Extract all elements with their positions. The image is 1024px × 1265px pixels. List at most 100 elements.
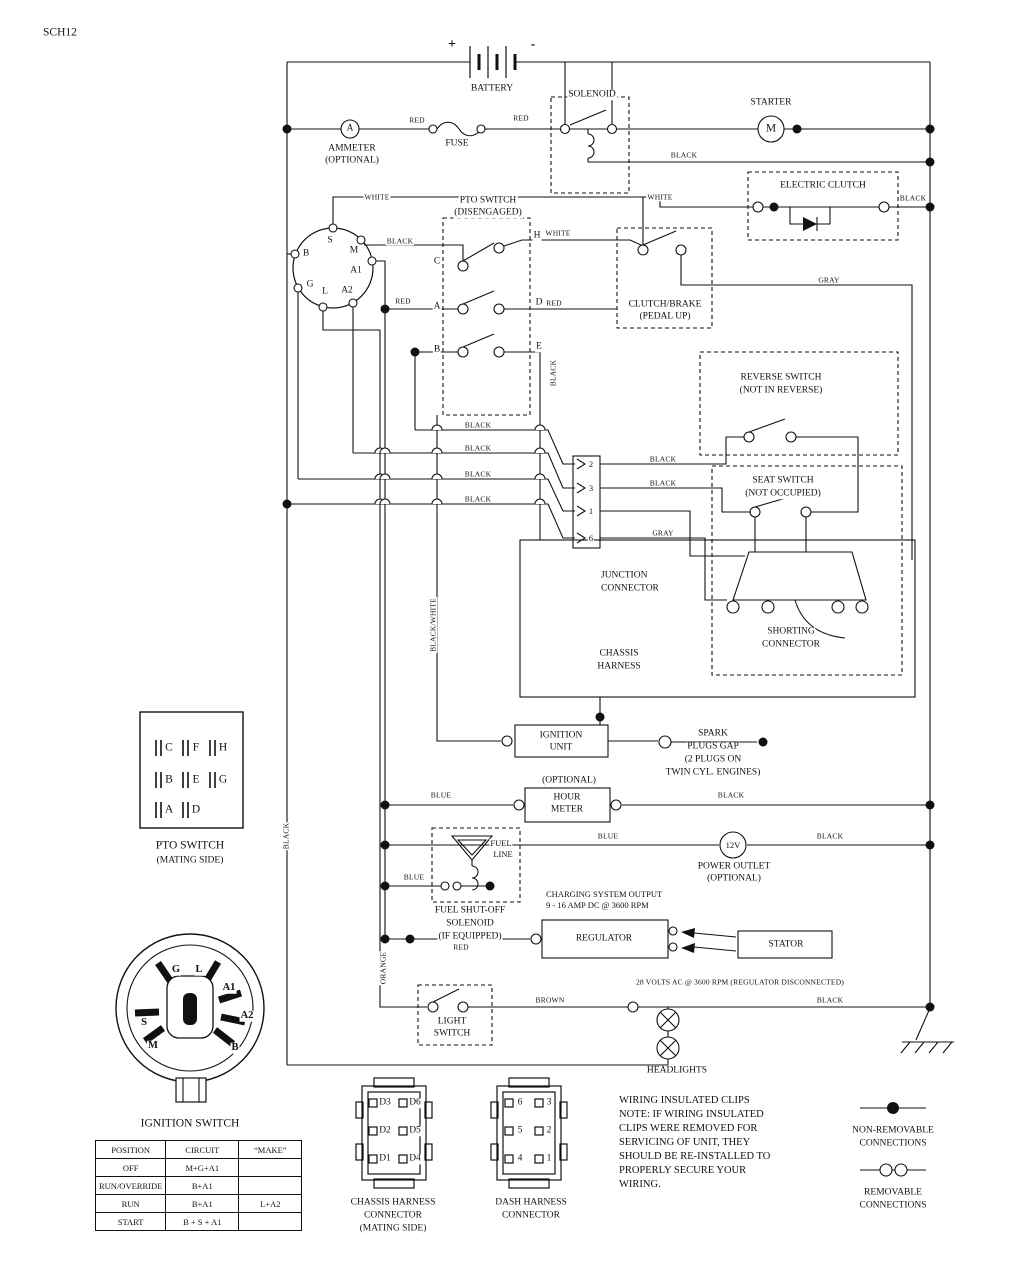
pto-switch-box bbox=[442, 217, 531, 416]
wire-label-black: BLACK bbox=[548, 358, 558, 388]
wiring-note-text: SERVICING OF UNIT, THEY bbox=[618, 1136, 752, 1149]
table-cell: B+A1 bbox=[165, 1176, 240, 1195]
wire-label-gray: GRAY bbox=[651, 528, 675, 538]
wire-label-orange: ORANGE bbox=[378, 950, 388, 986]
wire-label-brown: BROWN bbox=[534, 995, 566, 1005]
dash-connector-label: DASH HARNESS bbox=[494, 1197, 568, 1208]
solenoid-label: SOLENOID bbox=[567, 89, 617, 100]
wire-label-red: RED bbox=[545, 298, 563, 308]
ignition-terminal-l: L bbox=[321, 286, 329, 297]
wire-label-black: BLACK bbox=[281, 821, 291, 851]
contact-circles bbox=[290, 115, 908, 1177]
chassis-harness-label: HARNESS bbox=[596, 661, 642, 672]
charging-output-text: 9 - 16 AMP DC @ 3600 RPM bbox=[545, 899, 650, 910]
wiring-note-text: CLIPS WERE REMOVED FOR bbox=[618, 1122, 759, 1135]
table-cell: RUN bbox=[94, 1194, 167, 1213]
battery-symbol bbox=[469, 46, 517, 78]
pto-contact-a: A bbox=[432, 301, 442, 312]
wire-label-black: BLACK bbox=[648, 478, 678, 488]
pto-mating-pin-d: D bbox=[190, 803, 202, 816]
wire-hops bbox=[374, 424, 546, 505]
seat-switch-box bbox=[711, 465, 903, 676]
pto-mating-pin-f: F bbox=[191, 741, 201, 754]
dash-connector-label: CONNECTOR bbox=[501, 1210, 561, 1221]
spark-plugs-label: PLUGS GAP bbox=[686, 741, 740, 752]
solenoid-box bbox=[550, 96, 630, 194]
junction-pin-2: 2 bbox=[587, 458, 595, 469]
pto-mating-subtitle: (MATING SIDE) bbox=[155, 855, 225, 866]
battery-plus-sign: + bbox=[447, 37, 457, 52]
wiring-note-text: NOTE: IF WIRING INSULATED bbox=[618, 1108, 765, 1121]
chassis-connector-pin: D1 bbox=[378, 1153, 392, 1164]
fuel-solenoid-box bbox=[431, 827, 521, 903]
sheet-id: SCH12 bbox=[42, 26, 78, 39]
table-header-position: POSITION bbox=[94, 1140, 167, 1159]
pto-mating-pin-h: H bbox=[217, 741, 229, 754]
key-switch-tab bbox=[175, 1077, 207, 1103]
wire-label-black-white: BLACK/WHITE bbox=[428, 597, 438, 653]
wire-label-blue: BLUE bbox=[596, 831, 620, 841]
shorting-connector-label: CONNECTOR bbox=[761, 639, 821, 650]
ignition-terminal-b: B bbox=[301, 248, 311, 259]
legend-removable-label: CONNECTIONS bbox=[858, 1200, 928, 1211]
pto-mating-pin-e: E bbox=[191, 773, 201, 786]
junction-connector-label: JUNCTION bbox=[600, 570, 649, 581]
ignition-diagram-terminal-l: L bbox=[194, 963, 204, 976]
light-switch-label: SWITCH bbox=[432, 1028, 472, 1039]
wire-label-white: WHITE bbox=[544, 228, 572, 238]
reverse-switch-label: REVERSE SWITCH bbox=[739, 372, 823, 383]
chassis-connector-pin: D4 bbox=[408, 1153, 422, 1164]
chassis-connector-pin: D2 bbox=[378, 1125, 392, 1136]
chassis-connector-pin: D6 bbox=[408, 1097, 422, 1108]
shorting-connector-shape bbox=[732, 551, 867, 601]
spark-plugs-label: (2 PLUGS ON bbox=[683, 754, 743, 765]
wire-label-red: RED bbox=[512, 113, 530, 123]
fuel-line-label: FUEL bbox=[489, 837, 513, 848]
wire-label-black: BLACK bbox=[648, 454, 678, 464]
pto-switch-title: PTO SWITCH bbox=[458, 195, 518, 206]
fuel-solenoid-coil bbox=[471, 865, 479, 891]
table-cell: B + S + A1 bbox=[165, 1212, 240, 1231]
chassis-harness-label: CHASSIS bbox=[598, 648, 640, 659]
fuel-funnel-symbol bbox=[450, 835, 494, 861]
wire-label-white: WHITE bbox=[646, 192, 674, 202]
pto-mating-pin-bars bbox=[155, 740, 216, 818]
wire-label-black: BLACK bbox=[463, 420, 493, 430]
wiring-note-text: WIRING. bbox=[618, 1178, 662, 1191]
junction-pin-chevrons bbox=[576, 458, 587, 544]
wire-label-red: RED bbox=[408, 115, 426, 125]
table-row: RUN B+A1 L+A2 bbox=[94, 1194, 303, 1213]
hour-meter-optional: (OPTIONAL) bbox=[541, 775, 597, 786]
junction-connector-label: CONNECTOR bbox=[600, 583, 660, 594]
legend-non-removable-label: CONNECTIONS bbox=[858, 1138, 928, 1149]
ignition-unit-box bbox=[514, 724, 609, 758]
dash-connector-pin: 3 bbox=[545, 1097, 553, 1108]
dash-connector-pin: 1 bbox=[545, 1153, 553, 1164]
chassis-connector-shape bbox=[355, 1077, 433, 1189]
ignition-diagram-terminal-b: B bbox=[230, 1041, 240, 1054]
junction-pin-3: 3 bbox=[587, 482, 595, 493]
dash-connector-pin: 6 bbox=[516, 1097, 524, 1108]
dash-connector-pin: 2 bbox=[545, 1125, 553, 1136]
fuel-shutoff-label: SOLENOID bbox=[445, 918, 495, 929]
pto-contact-d: D bbox=[534, 297, 544, 308]
pto-mating-pin-b: B bbox=[164, 773, 174, 786]
pto-contact-b: B bbox=[432, 344, 442, 355]
wire-label-gray: GRAY bbox=[817, 275, 841, 285]
pto-mating-box bbox=[139, 711, 244, 829]
stator-label: STATOR bbox=[767, 939, 805, 950]
table-cell: OFF bbox=[94, 1158, 167, 1177]
wiring-note-text: PROPERLY SECURE YOUR bbox=[618, 1164, 748, 1177]
ignition-unit-label: IGNITION bbox=[538, 730, 584, 741]
pto-mating-pin-a: A bbox=[163, 803, 175, 816]
reverse-switch-state: (NOT IN REVERSE) bbox=[738, 385, 824, 396]
headlights-symbol bbox=[656, 1007, 680, 1065]
chassis-connector-pin: D3 bbox=[378, 1097, 392, 1108]
light-switch-box bbox=[417, 984, 493, 1046]
ignition-switch-table: POSITION CIRCUIT “MAKE” OFF M+G+A1 RUN/O… bbox=[94, 1140, 303, 1231]
ignition-diagram-terminal-a2: A2 bbox=[239, 1009, 255, 1022]
dash-connector-shape bbox=[490, 1077, 568, 1189]
table-header-make: “MAKE” bbox=[238, 1140, 303, 1159]
hour-meter-label: HOUR bbox=[552, 792, 582, 803]
